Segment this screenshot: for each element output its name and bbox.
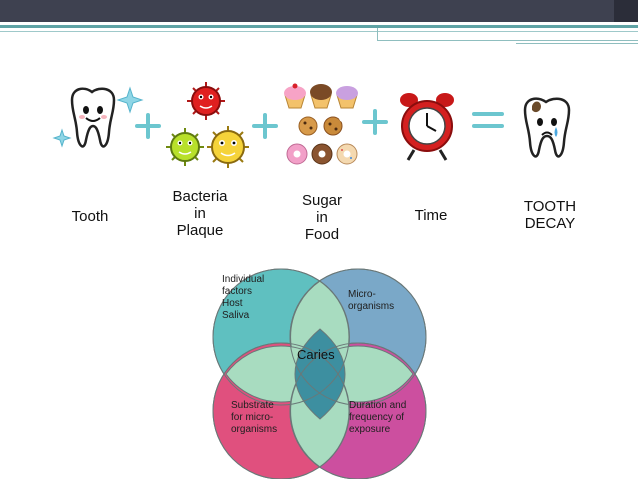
equals-icon (472, 112, 504, 128)
happy-tooth-icon (70, 87, 116, 148)
header-rule-thin (0, 31, 638, 32)
tooth-label: Tooth (71, 208, 109, 225)
header-decoration-small (516, 38, 638, 44)
cupcake-icon (284, 83, 358, 109)
plus-icon (252, 113, 278, 139)
time-label: Time (414, 207, 448, 224)
venn-label-substrate: Substrate for micro- organisms (231, 400, 278, 435)
header-decoration (377, 28, 638, 41)
venn-diagram (212, 268, 427, 479)
venn-label-host: Individual factors Host Saliva (222, 274, 265, 321)
venn-center (294, 328, 346, 420)
cookie-icon (298, 114, 347, 136)
tooth-decay-label: TOOTH DECAY (523, 198, 577, 232)
title-bar (0, 0, 638, 22)
venn-label-exposure: Duration and frequency of exposure (349, 400, 407, 435)
bacteria-label: Bacteria in Plaque (172, 188, 228, 239)
sad-tooth-icon (523, 97, 571, 158)
bacteria-icon (166, 82, 249, 168)
donut-icon (286, 143, 358, 165)
venn-label-micro: Micro- organisms (348, 289, 395, 312)
venn-center-label: Caries (297, 347, 335, 362)
sugar-label: Sugar in Food (301, 192, 343, 243)
title-bar-accent (614, 0, 638, 22)
plus-icon (135, 113, 161, 139)
header-rule (0, 25, 638, 28)
plus-icon (362, 109, 388, 135)
sparkle-icon (52, 86, 144, 148)
alarm-clock-icon (400, 93, 454, 161)
